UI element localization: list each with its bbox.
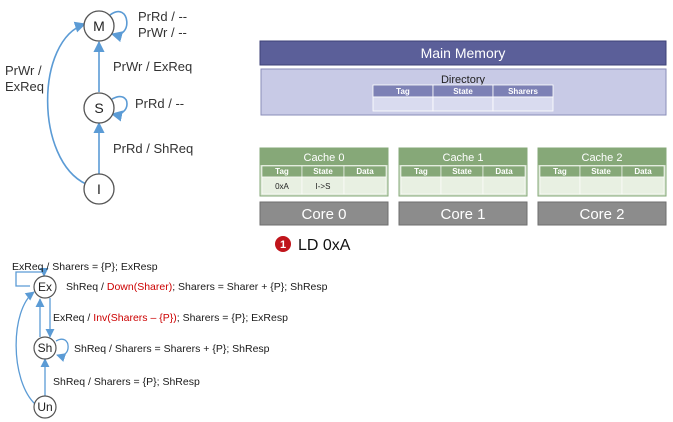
label-s-to-m: PrWr / ExReq [113,59,192,74]
state-s-node [83,92,115,124]
edge-s-self-loop [110,95,128,122]
cache-2-col-state-label: State [591,167,611,176]
processor-fsm: M S I PrRd / -- PrWr / -- PrWr / ExReq P… [5,9,193,205]
label-i-to-m-line2: ExReq [5,79,44,94]
label-ex-to-sh-pre: ShReq / [66,281,107,293]
cache-2-cell [621,176,665,195]
directory-title: Directory [441,74,486,86]
cache-0-cell-state: I->S [316,182,331,191]
core-0-box [259,201,389,226]
main-memory-title: Main Memory [421,45,506,61]
label-ex-to-sh: ShReq / Down(Sharer); Sharers = Sharer +… [66,281,328,293]
directory-col-tag-label: Tag [396,87,410,96]
label-sh-to-ex-red: Inv(Sharers – {P}) [93,312,176,324]
state-ex-node [33,275,57,299]
cache-1-col-state-label: State [452,167,472,176]
label-i-to-m-line1: PrWr / [5,63,42,78]
directory-col-state-label: State [453,87,473,96]
core-2-label: Core 2 [579,206,624,223]
directory-col-sharers-label: Sharers [508,87,538,96]
cache-2-cell [539,176,581,195]
cache-2-cell [579,176,623,195]
directory-cell [492,96,554,112]
cache-0-col-tag-label: Tag [275,167,289,176]
step-annotation: 1 LD 0xA [275,236,351,254]
label-ex-self: ExReq / Sharers = {P}; ExResp [12,261,158,273]
state-i-label: I [97,181,101,197]
cache-2-title: Cache 2 [582,152,623,164]
state-m-node [83,10,115,42]
cache-2-col-data-label: Data [634,167,652,176]
cache-1-title-bar [399,148,527,165]
main-memory: Main Memory Directory Tag State Sharers [259,40,667,116]
core-1-label: Core 1 [440,206,485,223]
cache-1: Cache 1 Tag State Data Core 1 [398,147,528,226]
cache-0-col-state-label: State [313,167,333,176]
cache-0-cell [343,176,387,195]
label-s-prrd: PrRd / -- [135,96,184,111]
cache-2-col-tag-label: Tag [553,167,567,176]
label-sh-to-ex-pre: ExReq / [53,312,93,324]
state-i-node [83,173,115,205]
label-m-prrd: PrRd / -- [138,9,187,24]
step-text: LD 0xA [298,237,351,254]
label-un-to-sh: ShReq / Sharers = {P}; ShResp [53,376,200,388]
state-un-node [33,395,57,419]
edge-ex-self-loop [15,267,49,287]
edge-un-to-ex [15,291,36,405]
step-badge-number: 1 [280,239,286,251]
label-ex-to-sh-post: ; Sharers = Sharer + {P}; ShResp [172,281,327,293]
label-i-to-s: PrRd / ShReq [113,141,193,156]
core-0-label: Core 0 [301,206,346,223]
state-sh-node [33,336,57,360]
core-1-box [398,201,528,226]
directory-fsm: Ex Sh Un ExReq / Sharers = {P}; ExResp S… [12,261,328,419]
state-un-label: Un [37,400,52,414]
directory-cell [432,96,494,112]
cache-1-col-tag-label: Tag [414,167,428,176]
core-2-box [537,201,667,226]
edge-sh-self-loop [55,338,69,362]
label-sh-self: ShReq / Sharers = Sharers + {P}; ShResp [74,343,270,355]
cache-1-cell [440,176,484,195]
edge-i-to-m [46,21,87,185]
directory-cell [372,96,434,112]
cache-0-title: Cache 0 [304,152,345,164]
step-badge [275,236,291,252]
cache-0-cell-tag: 0xA [275,182,289,191]
main-memory-bar [259,40,667,66]
cache-1-title: Cache 1 [443,152,484,164]
cache-1-col-data-label: Data [495,167,513,176]
label-sh-to-ex: ExReq / Inv(Sharers – {P}); Sharers = {P… [53,312,288,324]
cache-1-cell [482,176,526,195]
edge-m-self-loop [109,10,128,43]
cache-2-title-bar [538,148,666,165]
state-sh-label: Sh [38,341,53,355]
cache-1-cell [400,176,442,195]
state-ex-label: Ex [38,280,52,294]
state-m-label: M [93,18,105,34]
cache-0: Cache 0 Tag State Data 0xA I->S Core 0 [259,147,389,226]
label-sh-to-ex-post: ; Sharers = {P}; ExResp [177,312,288,324]
cache-0-title-bar [260,148,388,165]
cache-0-col-data-label: Data [356,167,374,176]
state-s-label: S [94,100,103,116]
cache-2: Cache 2 Tag State Data Core 2 [537,147,667,226]
label-m-prwr: PrWr / -- [138,25,187,40]
label-ex-to-sh-red: Down(Sharer) [107,281,172,293]
